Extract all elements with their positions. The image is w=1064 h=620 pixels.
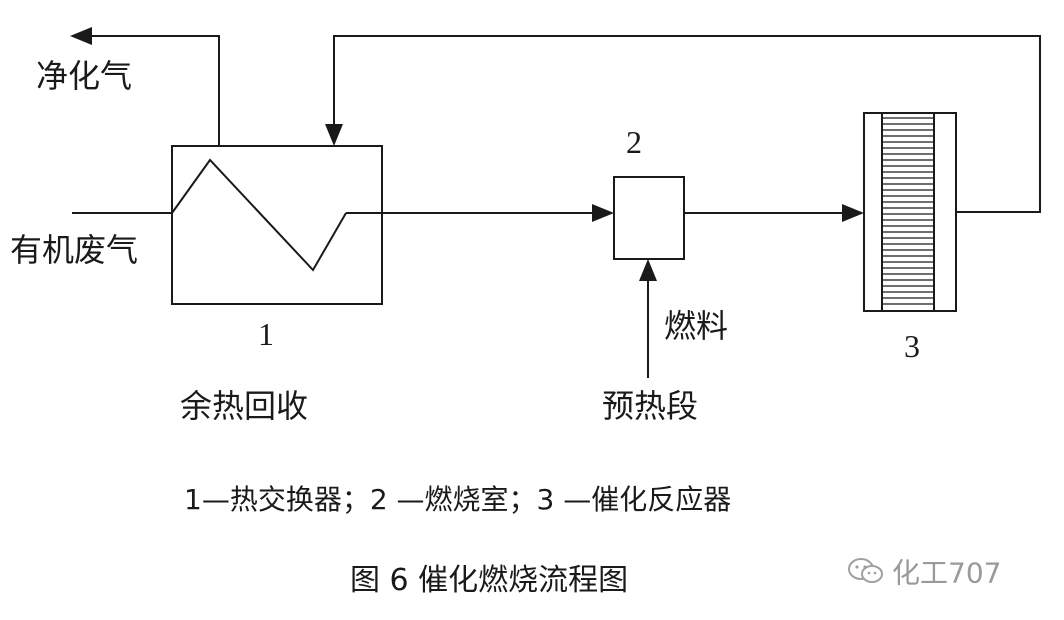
catalytic-reactor — [863, 112, 957, 312]
heat-exchanger-box — [171, 145, 383, 305]
clean-gas-outlet-line — [86, 35, 220, 146]
chamber-inlet-arrowhead — [592, 204, 614, 222]
watermark-text: 化工707 — [892, 556, 1002, 590]
wechat-icon — [846, 556, 886, 591]
component-3-number: 3 — [904, 328, 920, 364]
reactor-inner — [881, 112, 935, 312]
reactor-catalyst-bed — [882, 117, 934, 305]
component-2-number: 2 — [626, 124, 642, 160]
heat-exchanger-zigzag — [171, 158, 347, 272]
recycle-arrowhead — [325, 124, 343, 146]
component-1-number: 1 — [258, 316, 274, 352]
figure-caption: 图 6 催化燃烧流程图 — [350, 563, 629, 598]
fuel-arrowhead — [639, 259, 657, 281]
clean-gas-label: 净化气 — [36, 57, 133, 95]
recycle-loop-line — [333, 35, 1041, 213]
reactor-inlet-arrowhead — [842, 204, 864, 222]
preheat-section-label: 预热段 — [602, 387, 699, 425]
organic-waste-gas-label: 有机废气 — [10, 231, 139, 269]
fuel-label: 燃料 — [664, 307, 729, 345]
heat-recovery-label: 余热回收 — [180, 387, 309, 425]
component-legend: 1—热交换器；2 —燃烧室；3 —催化反应器 — [184, 483, 732, 516]
clean-gas-arrowhead — [70, 27, 92, 45]
watermark: 化工707 — [846, 556, 1001, 591]
combustion-chamber-box — [613, 176, 685, 260]
